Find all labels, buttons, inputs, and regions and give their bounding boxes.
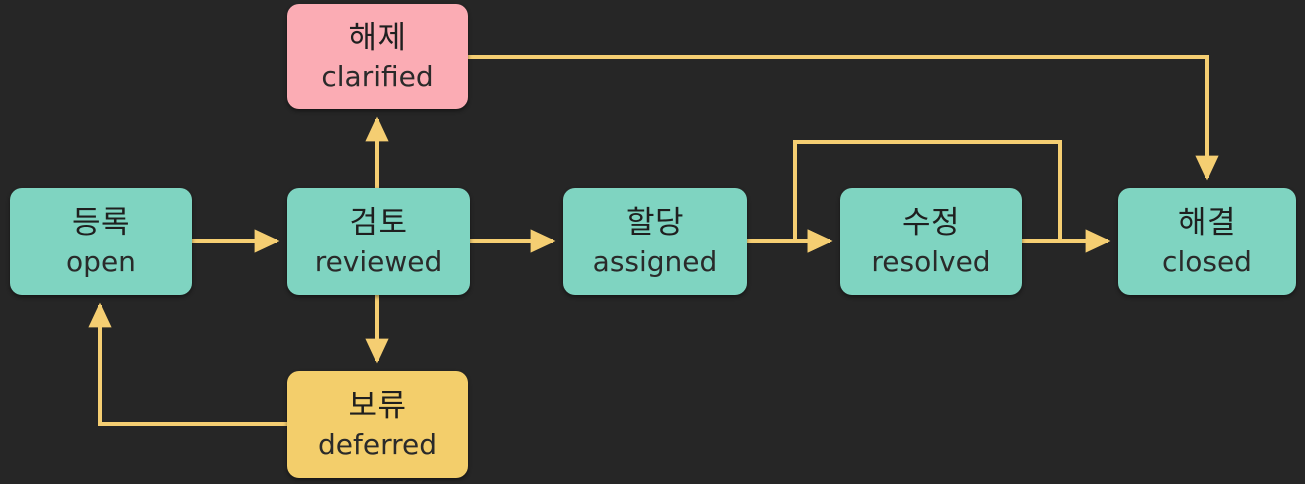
state-node-label-en: closed [1162, 244, 1252, 278]
state-node-label-en: deferred [318, 427, 437, 461]
state-node-label-ko: 해제 [348, 19, 407, 56]
state-node-label-en: assigned [592, 244, 718, 278]
state-node-label-ko: 해결 [1177, 204, 1237, 241]
state-node-label-en: resolved [871, 244, 991, 278]
state-node-label-en: reviewed [314, 244, 443, 278]
state-node-label-en: clarified [321, 59, 434, 93]
edge-deferred-to-open [88, 302, 287, 426]
state-node-label-en: open [66, 244, 136, 278]
state-node-label-ko: 수정 [901, 204, 961, 241]
state-node-label-ko: 등록 [71, 204, 131, 241]
state-node-label-ko: 검토 [349, 204, 408, 241]
state-node-label-ko: 할당 [625, 204, 685, 241]
edge-clarified-to-closed [468, 55, 1219, 181]
state-node-label-ko: 보류 [348, 387, 407, 424]
